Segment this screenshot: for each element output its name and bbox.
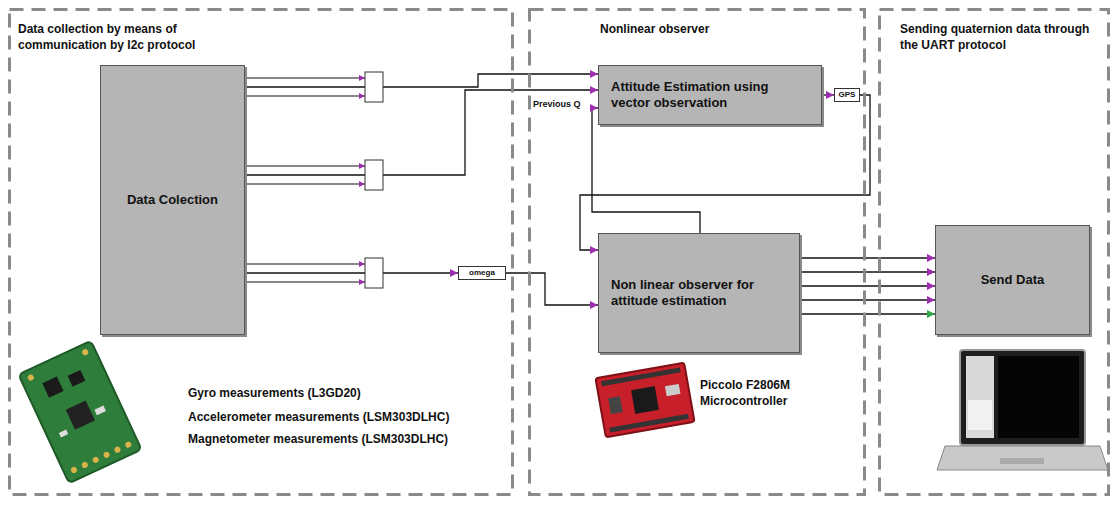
signal-connector: [245, 272, 458, 273]
process-box: Send Data: [935, 225, 1090, 335]
signal-label: Previous Q: [533, 99, 593, 111]
signal-connector: [800, 313, 935, 314]
process-box: Attitude Estimation using vector observa…: [598, 65, 822, 125]
signal-connector: [800, 285, 935, 286]
sensor-board: [18, 341, 141, 484]
board-label: Piccolo F2806M Microcontroller: [700, 378, 810, 409]
region-panel: Nonlinear observerAttitude Estimation us…: [528, 8, 866, 496]
region-heading: Data collection by means of communicatio…: [18, 22, 218, 53]
signal-connector: [800, 299, 935, 300]
signal-connector: [800, 257, 935, 258]
signal-connector: [245, 74, 598, 87]
region-panel: Sending quaternion data through the UART…: [878, 8, 1110, 496]
tag-text: omega: [469, 267, 495, 279]
signal-connector: [506, 273, 598, 305]
signal-tag: GPS: [834, 88, 860, 102]
box-text: Attitude Estimation using vector observa…: [611, 79, 809, 112]
process-box: Non linear observer for attitude estimat…: [598, 233, 800, 353]
signal-connector: [245, 90, 598, 175]
signal-connector: [800, 271, 935, 272]
microcontroller-board: [595, 363, 694, 438]
signal-tag: omega: [458, 266, 506, 280]
signal-connector: [592, 108, 700, 233]
sensor-label: Magnetometer measurements (LSM303DLHC): [188, 432, 488, 448]
box-text: Non linear observer for attitude estimat…: [611, 277, 787, 310]
region-heading: Nonlinear observer: [600, 22, 800, 38]
box-text: Send Data: [981, 272, 1045, 288]
region-heading: Sending quaternion data through the UART…: [900, 22, 1090, 53]
sensor-label: Accelerometer measurements (LSM303DLHC): [188, 410, 488, 426]
tag-text: GPS: [839, 89, 856, 101]
box-text: Data Colection: [127, 192, 218, 208]
mux-symbol: [365, 72, 383, 288]
signal-connector: [822, 94, 834, 95]
laptop: [937, 350, 1108, 470]
mux-input-wires: [245, 78, 365, 282]
process-box: Data Colection: [100, 65, 245, 335]
sensor-label: Gyro measurements (L3GD20): [188, 386, 488, 402]
